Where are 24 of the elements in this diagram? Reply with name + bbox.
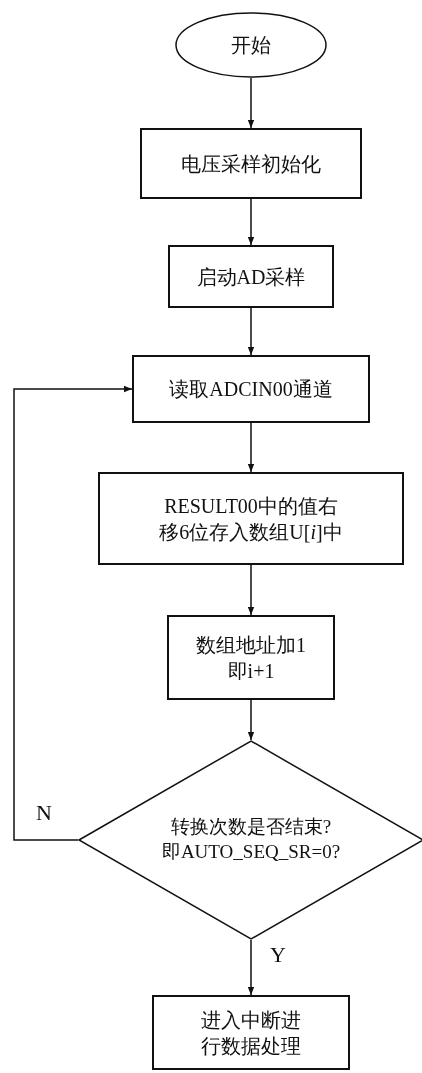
step-text: 开始 — [230, 33, 272, 58]
arrow — [247, 422, 255, 473]
arrow — [247, 939, 255, 996]
step-text: 转换次数是否结束? 即AUTO_SEQ_SR=0? — [160, 815, 342, 864]
step-text: RESULT00中的值右移6位存入数组U[i]中 — [158, 493, 344, 545]
process-box — [132, 355, 370, 423]
step-text: 读取ADCIN00通道 — [168, 377, 334, 402]
process-box — [168, 245, 334, 308]
step-text: 进入中断进行数据处理 — [200, 1007, 302, 1059]
step-text: 启动AD采样 — [195, 264, 307, 290]
arrow — [13, 385, 133, 841]
step-text: 电压采样初始化 — [180, 151, 322, 177]
arrow — [247, 77, 255, 129]
arrow — [247, 198, 255, 246]
process-box — [140, 128, 362, 199]
process-box — [98, 472, 404, 565]
arrow — [247, 699, 255, 741]
process-box — [152, 995, 350, 1070]
arrow — [247, 307, 255, 356]
step-text: 数组地址加1 即i+1 — [195, 632, 307, 684]
arrow — [247, 564, 255, 616]
process-box — [167, 615, 335, 700]
terminal-oval — [175, 12, 327, 78]
decision-diamond — [78, 740, 422, 940]
